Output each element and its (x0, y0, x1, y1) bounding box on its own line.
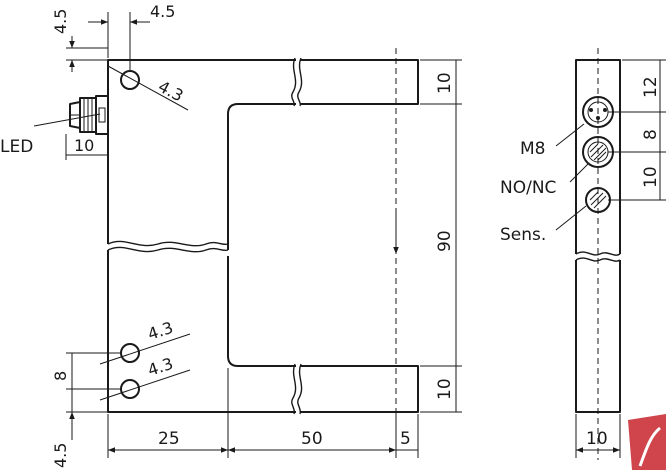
dim-side-width: 10 (586, 429, 608, 449)
m8-label: M8 (520, 139, 545, 159)
dim-side-8: 8 (641, 129, 661, 140)
side-view: M8 NO/NC Sens. 12 8 10 10 (500, 48, 666, 460)
dim-hole-pitch: 8 (51, 371, 70, 381)
body-outline-upper (107, 59, 419, 250)
dim-bottom-arm-height: 10 (435, 378, 455, 400)
break-line-body-2 (107, 246, 229, 253)
dim-width-5: 5 (400, 429, 411, 449)
break-line-top-arm-2 (297, 57, 303, 107)
sens-label: Sens. (500, 225, 546, 245)
break-line-top-arm (291, 57, 297, 107)
dim-width-50: 50 (301, 429, 323, 449)
dim-top-offset: 4.5 (51, 9, 70, 34)
break-line-body (107, 240, 229, 247)
mounting-hole-top (120, 70, 140, 90)
mounting-hole-bottom-1 (120, 343, 140, 363)
dim-top-hole-offset: 4.5 (150, 2, 175, 21)
mounting-hole-bottom-2 (120, 379, 140, 399)
brand-logo-icon (628, 414, 666, 470)
front-dimensions: 4.5 4.5 4.3 10 LED 10 90 10 4.3 4.3 (0, 2, 462, 468)
m8-connector-icon (69, 95, 108, 135)
break-line-bottom-arm-2 (297, 363, 303, 415)
led-indicator-icon (98, 107, 106, 123)
dim-side-12: 12 (641, 76, 661, 98)
dim-width-25: 25 (158, 429, 180, 449)
dim-top-arm-height: 10 (435, 72, 455, 94)
dim-connector-depth: 10 (74, 136, 94, 155)
break-line-bottom-arm (291, 363, 297, 415)
no-nc-label: NO/NC (500, 178, 556, 198)
dim-side-10: 10 (641, 166, 661, 188)
dim-bottom-offset: 4.5 (51, 443, 70, 468)
dim-top-hole-diameter: 4.3 (155, 77, 186, 106)
front-view (69, 48, 419, 448)
dim-slot-depth: 90 (435, 230, 455, 252)
led-label: LED (0, 137, 33, 157)
